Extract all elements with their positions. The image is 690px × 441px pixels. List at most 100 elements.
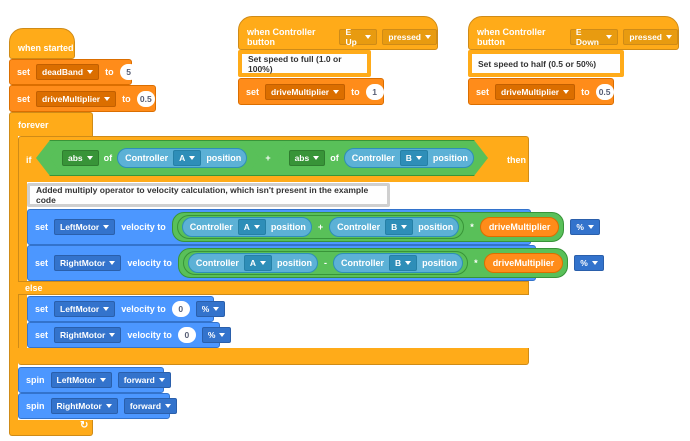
then-label: then xyxy=(507,155,526,165)
multiply-operator[interactable]: Controller A position + Controller B pos… xyxy=(171,212,565,242)
motor-dropdown[interactable]: RightMotor xyxy=(54,327,122,343)
forever-block[interactable]: forever xyxy=(9,112,93,136)
when-started-hat[interactable]: when started xyxy=(9,28,75,59)
function-name: abs xyxy=(294,153,310,163)
motor-dropdown[interactable]: RightMotor xyxy=(50,398,118,414)
unit-dropdown[interactable]: % xyxy=(201,327,232,343)
when-button-label: when Controller button xyxy=(247,27,316,47)
variable-dropdown[interactable]: driveMultiplier xyxy=(265,83,346,100)
direction-name: forward xyxy=(123,375,155,385)
position-label: position xyxy=(432,153,468,163)
abs-operator-2[interactable]: abs of Controller B position xyxy=(277,144,486,172)
set-deadband-block[interactable]: set deadBand to 5 xyxy=(9,59,138,85)
chevron-down-icon xyxy=(103,307,110,311)
controller-label: Controller xyxy=(341,258,385,268)
set-left-zero-block[interactable]: set LeftMotor velocity to 0 % xyxy=(27,296,226,322)
motor-dropdown[interactable]: LeftMotor xyxy=(54,219,116,235)
variable-name: driveMultiplier xyxy=(271,86,330,97)
set-left-velocity-block[interactable]: set LeftMotor velocity to Controller A p… xyxy=(27,209,600,245)
axis-name: A xyxy=(179,153,186,163)
deadband-value-input[interactable]: 5 xyxy=(119,64,138,80)
loop-arrow-icon: ↻ xyxy=(80,420,89,431)
chevron-down-icon xyxy=(405,261,412,265)
position-label: position xyxy=(206,153,242,163)
plus-symbol: + xyxy=(317,222,324,232)
variable-dropdown[interactable]: driveMultiplier xyxy=(36,90,117,107)
axis-dropdown[interactable]: A xyxy=(173,150,201,166)
direction-dropdown[interactable]: forward xyxy=(123,398,178,414)
axis-dropdown[interactable]: B xyxy=(385,219,414,235)
forever-arm xyxy=(9,135,18,424)
to-label: to xyxy=(105,67,114,77)
unit-dropdown[interactable]: % xyxy=(570,219,600,235)
direction-dropdown[interactable]: forward xyxy=(117,372,171,388)
multiply-operator[interactable]: Controller A position - Controller B pos… xyxy=(177,248,569,278)
multiplier-value-input[interactable]: 0.5 xyxy=(595,83,614,100)
multiplier-value-input[interactable]: 1 xyxy=(365,83,384,100)
set-right-velocity-block[interactable]: set RightMotor velocity to Controller A … xyxy=(27,245,604,281)
axis-dropdown[interactable]: B xyxy=(400,150,428,166)
set-multiplier-half-block[interactable]: set driveMultiplier to 0.5 xyxy=(468,78,614,105)
set-multiplier-full-block[interactable]: set driveMultiplier to 1 xyxy=(238,78,384,105)
add-operator[interactable]: Controller A position + Controller B pos… xyxy=(176,215,465,239)
axis-name: B xyxy=(391,222,398,232)
button-dropdown[interactable]: E Down xyxy=(569,27,619,47)
velocity-to-label: velocity to xyxy=(127,258,172,268)
button-name: E Up xyxy=(345,27,357,47)
variable-dropdown[interactable]: deadBand xyxy=(36,64,100,80)
event-name: pressed xyxy=(629,32,662,42)
motor-name: RightMotor xyxy=(60,258,106,268)
controller-label: Controller xyxy=(189,222,233,232)
speed-half-comment[interactable]: Set speed to half (0.5 or 50%) xyxy=(468,50,624,77)
chevron-down-icon xyxy=(189,156,195,160)
set-label: set xyxy=(35,222,49,232)
to-label: to xyxy=(581,86,590,97)
abs-dropdown-1[interactable]: abs xyxy=(62,150,99,166)
controller-axis-a-reporter[interactable]: Controller A position xyxy=(117,148,247,168)
when-button-up-hat[interactable]: when Controller button E Up pressed xyxy=(238,16,438,50)
chevron-down-icon xyxy=(103,225,110,229)
subtract-operator[interactable]: Controller A position - Controller B pos… xyxy=(182,251,469,275)
controller-axis-b-reporter[interactable]: Controller B position xyxy=(333,253,464,273)
motor-dropdown[interactable]: LeftMotor xyxy=(54,301,116,317)
variable-name: deadBand xyxy=(42,67,84,77)
set-right-zero-block[interactable]: set RightMotor velocity to 0 % xyxy=(27,322,232,348)
unit-dropdown[interactable]: % xyxy=(195,301,226,317)
unit-dropdown[interactable]: % xyxy=(574,255,604,271)
when-button-down-hat[interactable]: when Controller button E Down pressed xyxy=(468,16,679,50)
forever-bottom: ↻ xyxy=(9,420,93,436)
drive-multiplier-reporter[interactable]: driveMultiplier xyxy=(483,253,564,273)
multiplier-value-input[interactable]: 0.5 xyxy=(136,90,155,107)
chevron-down-icon xyxy=(587,225,594,229)
axis-dropdown[interactable]: A xyxy=(237,219,266,235)
set-multiplier-block[interactable]: set driveMultiplier to 0.5 xyxy=(9,85,156,112)
abs-operator-1[interactable]: abs of Controller A position xyxy=(50,144,259,172)
variable-name: driveMultiplier xyxy=(42,93,101,104)
spin-left-block[interactable]: spin LeftMotor forward xyxy=(18,367,171,393)
motor-dropdown[interactable]: RightMotor xyxy=(54,255,122,271)
axis-dropdown[interactable]: A xyxy=(243,255,273,271)
controller-axis-a-reporter[interactable]: Controller A position xyxy=(181,217,312,237)
abs-dropdown-2[interactable]: abs xyxy=(289,150,326,166)
velocity-value-input[interactable]: 0 xyxy=(177,327,196,343)
axis-name: A xyxy=(243,222,250,232)
event-dropdown[interactable]: pressed xyxy=(382,29,437,45)
motor-name: LeftMotor xyxy=(56,375,96,385)
velocity-value-input[interactable]: 0 xyxy=(171,301,190,317)
spin-label: spin xyxy=(26,375,45,385)
variable-dropdown[interactable]: driveMultiplier xyxy=(495,83,576,100)
drive-multiplier-reporter[interactable]: driveMultiplier xyxy=(479,217,560,237)
condition-greater-than[interactable]: abs of Controller A position + abs of Co… xyxy=(36,140,488,176)
controller-axis-a-reporter[interactable]: Controller A position xyxy=(187,253,319,273)
code-comment[interactable]: Added multiply operator to velocity calc… xyxy=(27,183,390,207)
controller-axis-b-reporter[interactable]: Controller B position xyxy=(329,217,460,237)
speed-full-comment[interactable]: Set speed to full (1.0 or 100%) xyxy=(238,50,371,77)
axis-dropdown[interactable]: B xyxy=(389,255,418,271)
motor-dropdown[interactable]: LeftMotor xyxy=(50,372,112,388)
multiply-symbol: * xyxy=(470,222,474,232)
event-dropdown[interactable]: pressed xyxy=(623,29,678,45)
controller-axis-b-reporter[interactable]: Controller B position xyxy=(344,148,474,168)
spin-right-block[interactable]: spin RightMotor forward xyxy=(18,393,178,419)
motor-name: LeftMotor xyxy=(60,304,100,314)
button-dropdown[interactable]: E Up xyxy=(339,27,378,47)
